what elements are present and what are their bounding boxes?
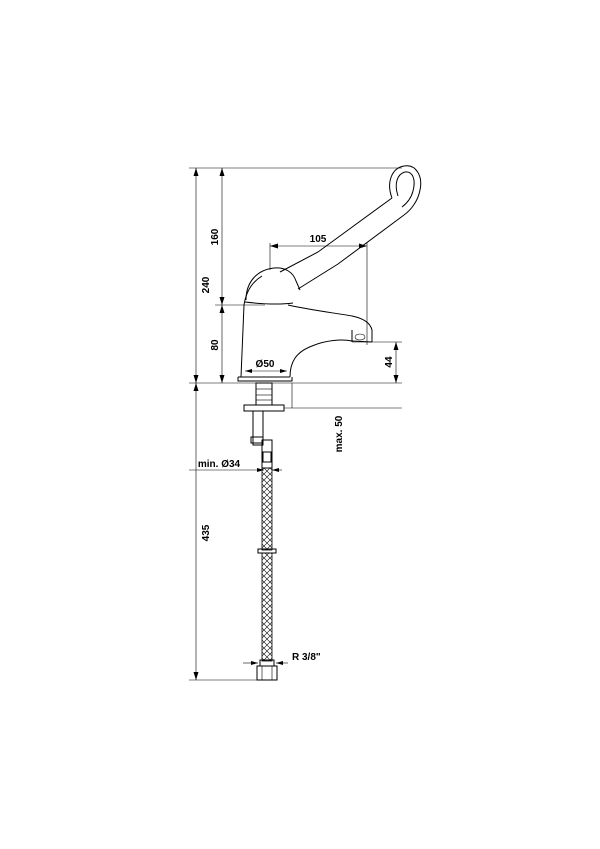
mounting-assembly [243, 382, 402, 469]
hose-length-label: 435 [201, 524, 212, 541]
hose-length-dimension [189, 383, 276, 681]
overall-height-label: 240 [201, 276, 212, 293]
connection-label: R 3/8" [292, 652, 321, 663]
connection-callout [243, 661, 288, 665]
base-diameter-dimension [245, 369, 287, 373]
lever-height-label: 160 [210, 228, 221, 245]
lever-reach-label: 105 [310, 234, 327, 245]
body-height-label: 80 [210, 339, 221, 351]
braided-hose [256, 467, 278, 681]
spout-height-label: 44 [384, 356, 395, 368]
lever-height-dimension [219, 168, 225, 305]
min-hole-label: min. Ø34 [198, 459, 241, 470]
body-height-dimension [215, 304, 265, 383]
lever-reach-dimension [269, 243, 368, 345]
faucet-body [237, 165, 422, 382]
min-hole-dimension [189, 468, 282, 472]
base-diameter-label: Ø50 [256, 359, 275, 370]
max-deck-label: max. 50 [334, 415, 345, 452]
spout-height-dimension [352, 341, 402, 383]
overall-height-dimension [189, 167, 402, 383]
